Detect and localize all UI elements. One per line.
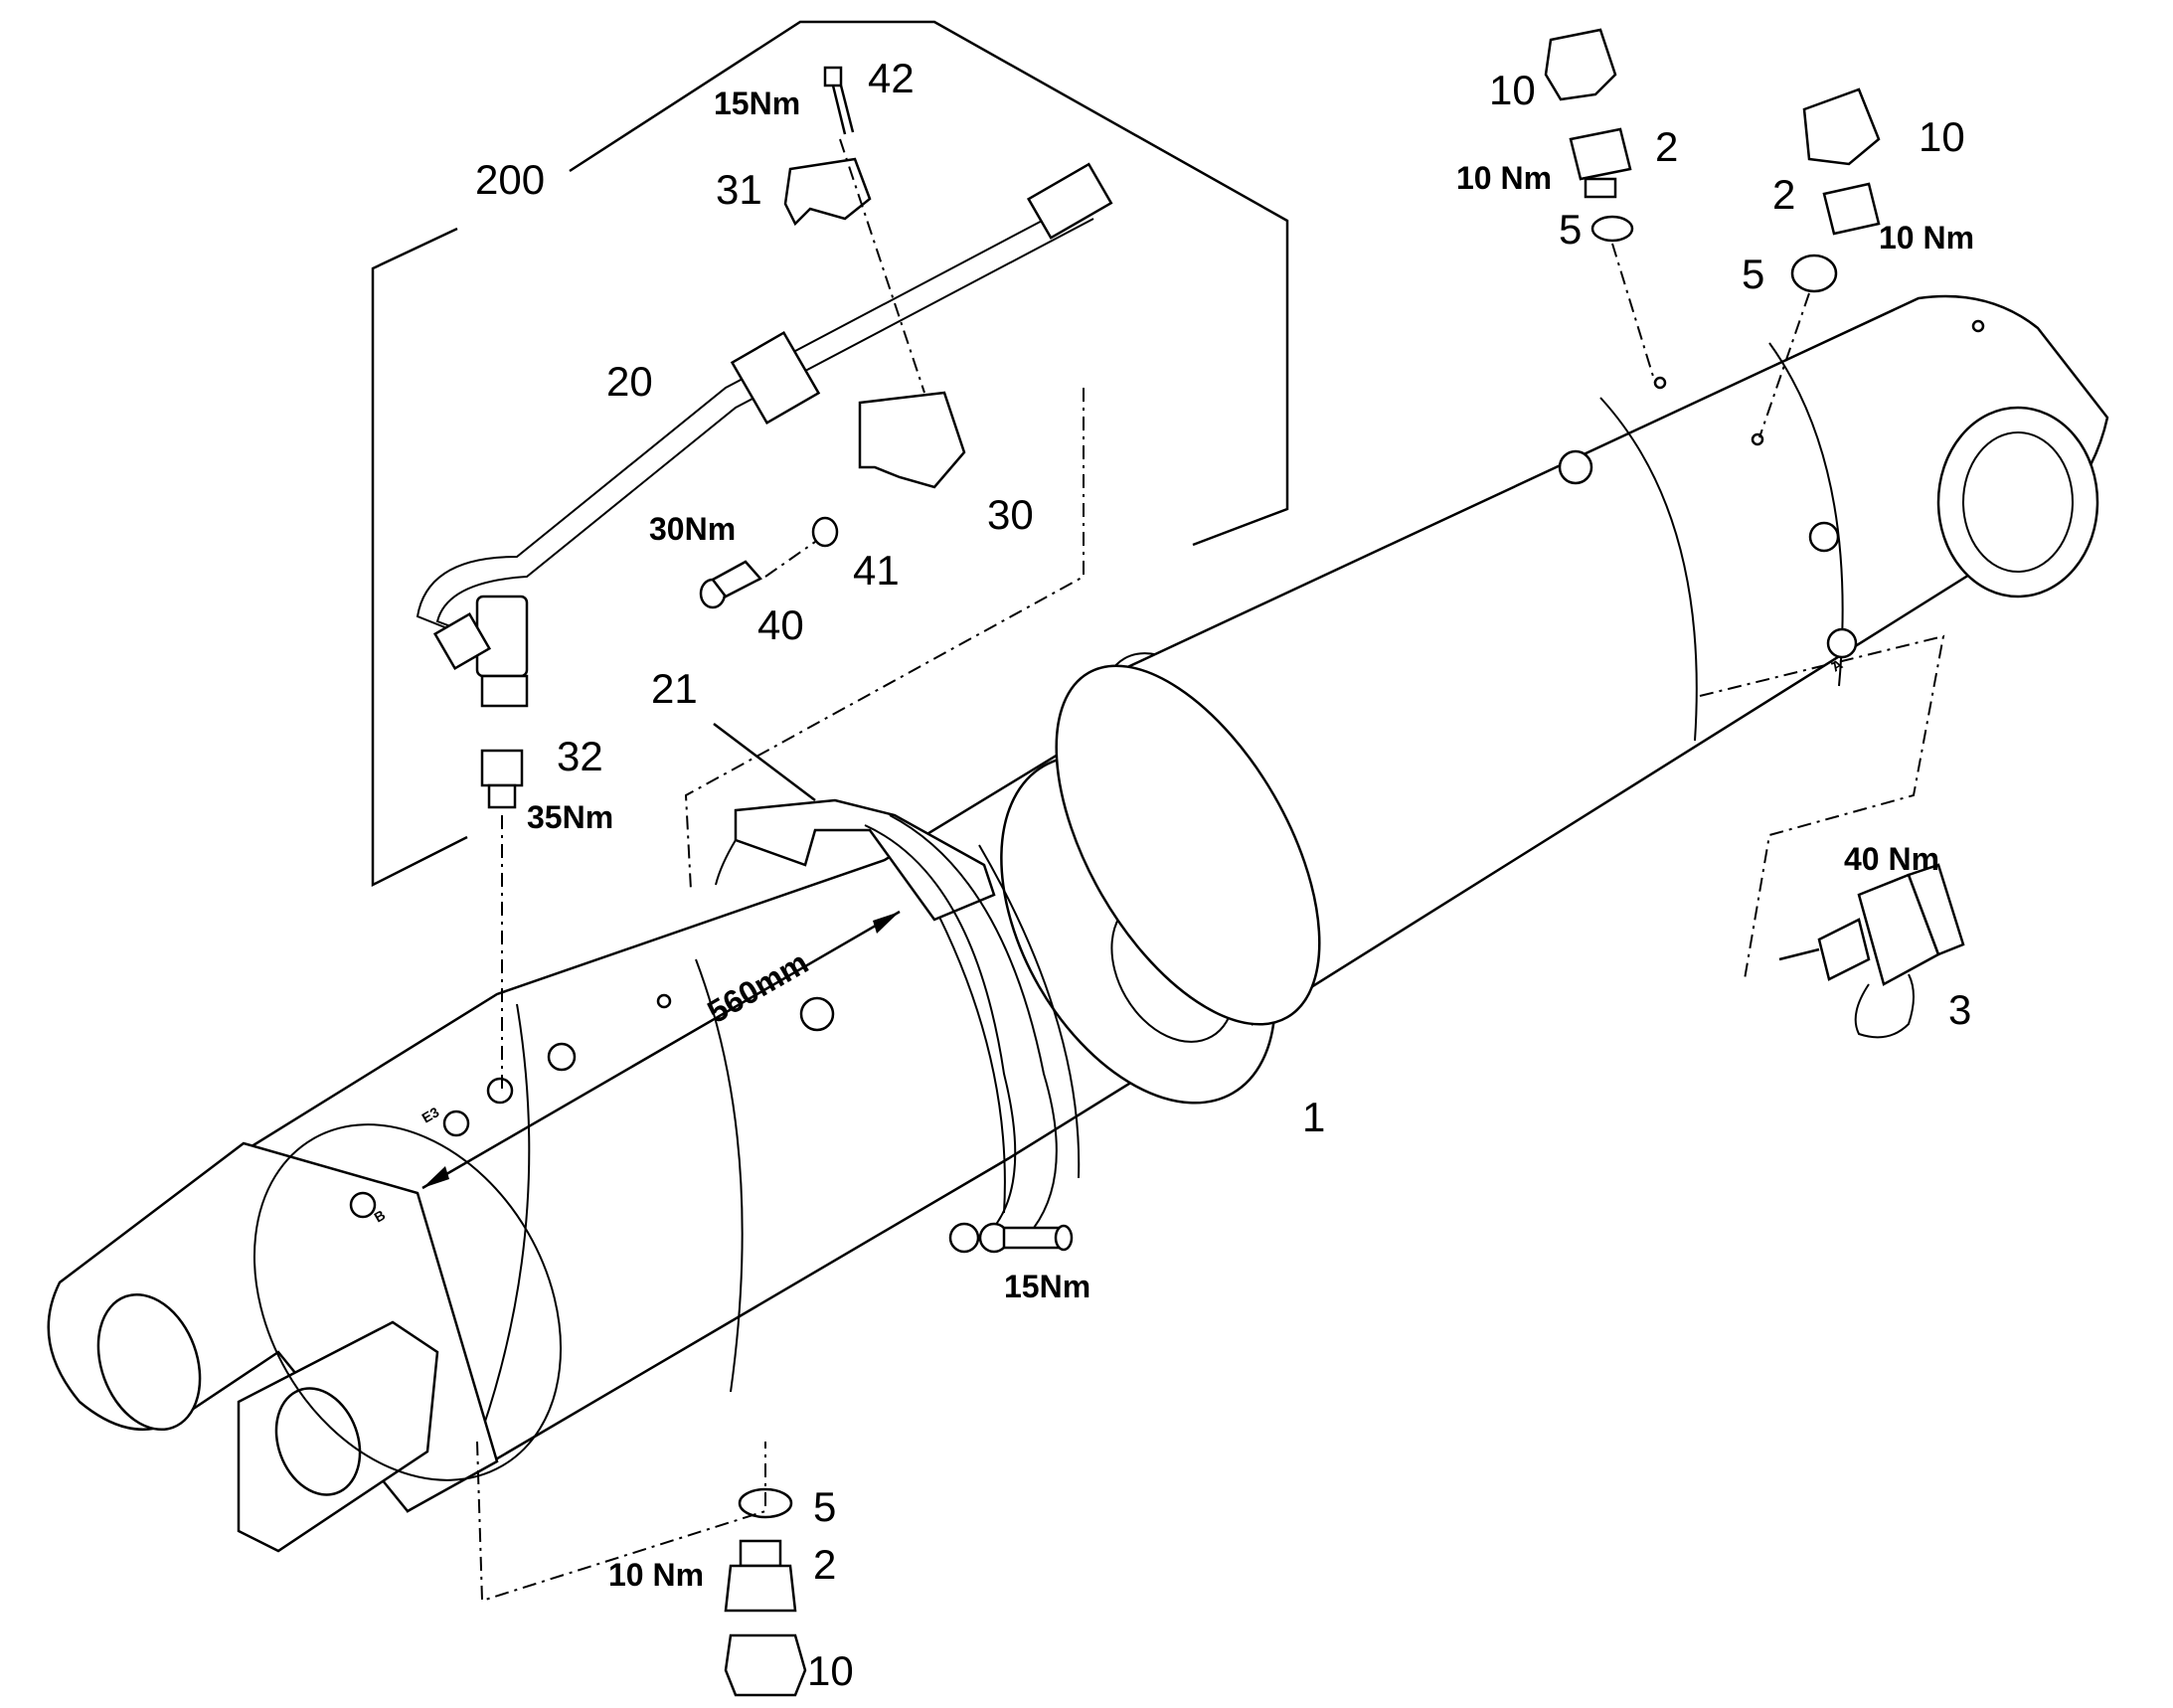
callout-30: 30	[987, 491, 1034, 538]
washer-5-top	[1590, 215, 1634, 243]
leader-line	[839, 138, 925, 394]
port-mark-a: A	[1829, 656, 1846, 675]
port-plug	[1971, 319, 1985, 333]
port-plug	[1826, 627, 1858, 659]
callout-32: 32	[557, 733, 603, 779]
port-plug	[486, 1077, 514, 1105]
callout-5-bottom: 5	[813, 1483, 836, 1530]
washer-41	[811, 516, 839, 548]
plug-2-right	[1822, 182, 1881, 236]
fitting-32	[480, 749, 524, 809]
leader-line	[1758, 292, 1810, 438]
leader-line-21	[713, 723, 816, 801]
hose-assembly-20	[416, 162, 1113, 708]
leader-line	[476, 1441, 766, 1603]
torque-3: 40 Nm	[1844, 841, 1939, 877]
hose-clamp-screw	[948, 1222, 1074, 1254]
kit-200-outline	[371, 227, 468, 888]
washer-5-right	[1790, 254, 1838, 293]
callout-21: 21	[651, 665, 698, 712]
leader-line	[1699, 634, 1945, 980]
callout-10-top: 10	[1489, 67, 1536, 113]
torque-2-top: 10 Nm	[1456, 160, 1552, 196]
callout-10-right: 10	[1919, 113, 1965, 160]
dimension-arrow	[873, 912, 900, 934]
callout-2-right: 2	[1772, 171, 1795, 218]
torque-clamp: 15Nm	[1004, 1269, 1090, 1304]
dimension-line-560mm	[421, 910, 901, 1190]
kit-200-outline-top	[569, 20, 1289, 547]
callout-200: 200	[475, 156, 545, 203]
leader-line	[684, 388, 1085, 891]
port-plug	[442, 1110, 470, 1137]
callout-41: 41	[853, 547, 900, 594]
port-plug	[1558, 449, 1593, 485]
coupling-3	[1778, 863, 1965, 1039]
callout-2-top: 2	[1655, 123, 1678, 170]
torque-2-right: 10 Nm	[1879, 220, 1974, 256]
screw-40	[699, 560, 762, 609]
port-plug	[1808, 521, 1840, 553]
callout-3: 3	[1948, 986, 1971, 1033]
clamp-half-31	[783, 157, 872, 227]
torque-40: 30Nm	[649, 511, 736, 547]
callout-5-top: 5	[1559, 206, 1582, 253]
port-plug	[799, 996, 835, 1032]
callout-10-bottom: 10	[807, 1647, 854, 1694]
port-plug	[656, 993, 672, 1009]
callout-42: 42	[868, 55, 915, 101]
cap-10-top	[1544, 28, 1617, 101]
port-plug	[349, 1191, 377, 1219]
clamp-bracket-21	[715, 798, 1058, 1239]
callout-40: 40	[757, 601, 804, 648]
port-plug	[1653, 376, 1667, 390]
callout-20: 20	[606, 358, 653, 405]
callout-2-bottom: 2	[813, 1541, 836, 1588]
plug-2-bottom	[724, 1539, 797, 1613]
torque-32: 35Nm	[527, 799, 613, 835]
clamp-half-30	[858, 391, 966, 489]
port-mark-e3: E3	[419, 1104, 442, 1126]
callout-31: 31	[716, 166, 762, 213]
cap-10-right	[1802, 87, 1881, 166]
dimension-arrow	[422, 1166, 449, 1188]
callout-1: 1	[1302, 1094, 1325, 1140]
plug-2-top	[1569, 127, 1632, 199]
leader-line	[1611, 243, 1656, 384]
cap-10-bottom	[724, 1633, 807, 1697]
callout-5-right: 5	[1742, 251, 1764, 297]
cylinder-tube-upper	[1055, 294, 2109, 1026]
screw-42	[823, 66, 855, 135]
clevis-end	[47, 1123, 563, 1553]
leader-line	[764, 541, 816, 578]
torque-2-bottom: 10 Nm	[608, 1557, 704, 1593]
torque-42: 15Nm	[714, 85, 800, 121]
port-plug	[547, 1042, 577, 1072]
